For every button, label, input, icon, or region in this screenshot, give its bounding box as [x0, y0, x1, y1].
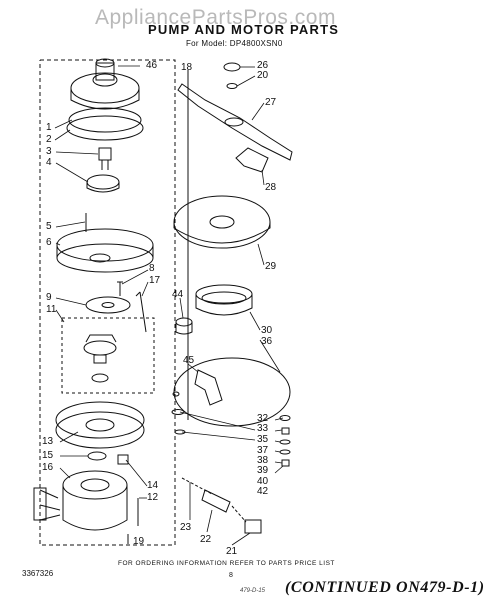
check-valve-part: [175, 317, 193, 335]
document-number: 3367326: [22, 569, 54, 578]
wire-path: [181, 477, 213, 495]
bracket-part: [117, 454, 129, 465]
cap-part: [223, 62, 241, 72]
callout-18: 18: [181, 62, 193, 73]
callout-2: 2: [46, 134, 52, 145]
callout-14: 14: [147, 480, 159, 491]
callout-12: 12: [147, 492, 159, 503]
assembly-boundary: [39, 59, 176, 546]
callout-5: 5: [46, 221, 52, 232]
spray-arm-part: [177, 83, 293, 161]
pump-seal-part: [195, 284, 253, 316]
impeller-part: [86, 174, 120, 193]
arm-support-part: [235, 147, 269, 173]
diagram-canvas: AppliancePartsPros.com PUMP AND MOTOR PA…: [22, 6, 484, 596]
callout-27: 27: [265, 97, 277, 108]
callout-26: 26: [257, 60, 269, 71]
continued-reference: (CONTINUED ON479-D-1): [285, 579, 485, 596]
callout-1: 1: [46, 122, 52, 133]
motor-mount-part: [55, 401, 145, 449]
callout-29: 29: [265, 261, 277, 272]
ordering-note: FOR ORDERING INFORMATION REFER TO PARTS …: [118, 560, 335, 567]
callout-13: 13: [42, 436, 54, 447]
page-number: 8: [229, 572, 233, 579]
callout-44: 44: [172, 289, 184, 300]
pump-cover-part: [70, 58, 140, 110]
callout-28: 28: [265, 182, 277, 193]
callout-3: 3: [46, 146, 52, 157]
callout-42: 42: [257, 486, 269, 497]
callout-32: 32: [257, 413, 269, 424]
wire-path-2: [231, 505, 247, 523]
pump-housing-part: [56, 228, 154, 273]
callout-15: 15: [42, 450, 54, 461]
callout-30: 30: [261, 325, 273, 336]
washer-part: [87, 451, 107, 461]
leader-lines: [54, 65, 284, 546]
exploded-parts-drawing: [33, 58, 293, 546]
terminal-block-part: [244, 519, 262, 534]
watermark-text: AppliancePartsPros.com: [95, 6, 336, 29]
callout-8: 8: [149, 263, 155, 274]
callout-35: 35: [257, 434, 269, 445]
callout-45: 45: [183, 355, 195, 366]
screw-part: [117, 281, 123, 296]
callout-37: 37: [257, 445, 269, 456]
callout-17: 17: [149, 275, 161, 286]
callout-9: 9: [46, 292, 52, 303]
filter-screen-part: [173, 195, 271, 249]
callout-21: 21: [226, 546, 238, 557]
callout-22: 22: [200, 534, 212, 545]
callout-4: 4: [46, 157, 52, 168]
continued-reference-small: 479-D-15: [240, 588, 266, 594]
callout-38: 38: [257, 455, 269, 466]
drain-tube-part: [135, 291, 147, 333]
motor-part: [33, 470, 128, 531]
callout-23: 23: [180, 522, 192, 533]
washer-20-part: [226, 83, 238, 89]
callout-46: 46: [146, 60, 158, 71]
seal-ring-part: [68, 107, 142, 133]
callout-19: 19: [133, 536, 145, 547]
callout-11: 11: [46, 304, 57, 315]
fastener-stack-right: [279, 415, 291, 467]
callout-20: 20: [257, 70, 269, 81]
seal-plate-part: [85, 296, 131, 314]
clamp-ring-part: [173, 357, 291, 427]
callout-40: 40: [257, 476, 269, 487]
subassembly-boundary: [61, 317, 155, 394]
callout-6: 6: [46, 237, 52, 248]
model-label: For Model: DP4800XSN0: [186, 39, 283, 48]
chopper-assembly-part: [83, 334, 117, 383]
callout-16: 16: [42, 462, 54, 473]
page-title: PUMP AND MOTOR PARTS: [148, 22, 340, 37]
callout-33: 33: [257, 423, 269, 434]
heater-bracket-part: [194, 369, 223, 406]
callout-36: 36: [261, 336, 273, 347]
gasket-ring-part: [66, 115, 144, 141]
nut-part: [98, 147, 112, 170]
switch-part: [201, 489, 231, 513]
callout-39: 39: [257, 465, 269, 476]
